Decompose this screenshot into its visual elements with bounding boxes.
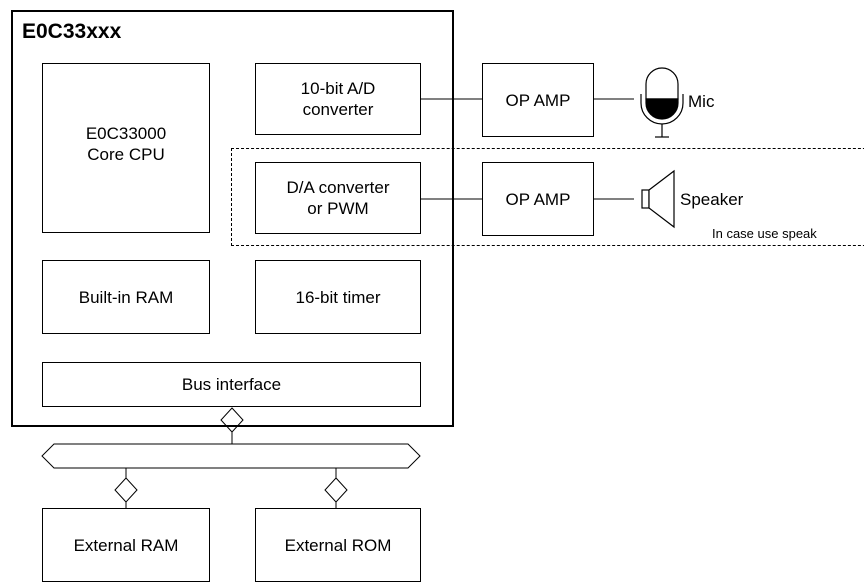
opamp-output-block: OP AMP bbox=[482, 162, 594, 236]
adc-line1: 10-bit A/D bbox=[300, 79, 376, 98]
bus-interface-label: Bus interface bbox=[181, 375, 282, 394]
speaker-option-region bbox=[231, 148, 864, 246]
external-ram-label: External RAM bbox=[73, 535, 179, 555]
external-rom-label: External ROM bbox=[284, 535, 392, 555]
chip-title: E0C33xxx bbox=[22, 20, 122, 43]
mic-label: Mic bbox=[688, 92, 715, 111]
core-cpu-line2: Core CPU bbox=[87, 145, 165, 164]
ram-bus-diamond bbox=[114, 477, 138, 503]
opamp-input-block: OP AMP bbox=[482, 63, 594, 137]
bus-interface-block: Bus interface bbox=[42, 362, 421, 407]
adc-block: 10-bit A/D converter bbox=[255, 63, 421, 135]
timer-label: 16-bit timer bbox=[295, 287, 381, 307]
core-cpu-line1: E0C33000 bbox=[85, 124, 167, 143]
microphone-icon bbox=[640, 67, 684, 138]
speaker-label: Speaker bbox=[680, 190, 744, 209]
opamp-output-label: OP AMP bbox=[505, 189, 571, 209]
dac-line2: or PWM bbox=[307, 199, 369, 218]
builtin-ram-block: Built-in RAM bbox=[42, 260, 210, 334]
dac-block: D/A converter or PWM bbox=[255, 162, 421, 234]
external-ram-block: External RAM bbox=[42, 508, 210, 582]
adc-line2: converter bbox=[302, 100, 374, 119]
external-bus bbox=[41, 443, 421, 469]
opamp-input-label: OP AMP bbox=[505, 90, 571, 110]
rom-bus-diamond bbox=[324, 477, 348, 503]
builtin-ram-label: Built-in RAM bbox=[78, 287, 174, 307]
speaker-option-note: In case use speak bbox=[712, 226, 817, 241]
timer-block: 16-bit timer bbox=[255, 260, 421, 334]
external-rom-block: External ROM bbox=[255, 508, 421, 582]
chip-boundary bbox=[11, 10, 454, 427]
dac-line1: D/A converter bbox=[286, 178, 390, 197]
speaker-icon bbox=[641, 169, 675, 229]
core-cpu-block: E0C33000 Core CPU bbox=[42, 63, 210, 233]
